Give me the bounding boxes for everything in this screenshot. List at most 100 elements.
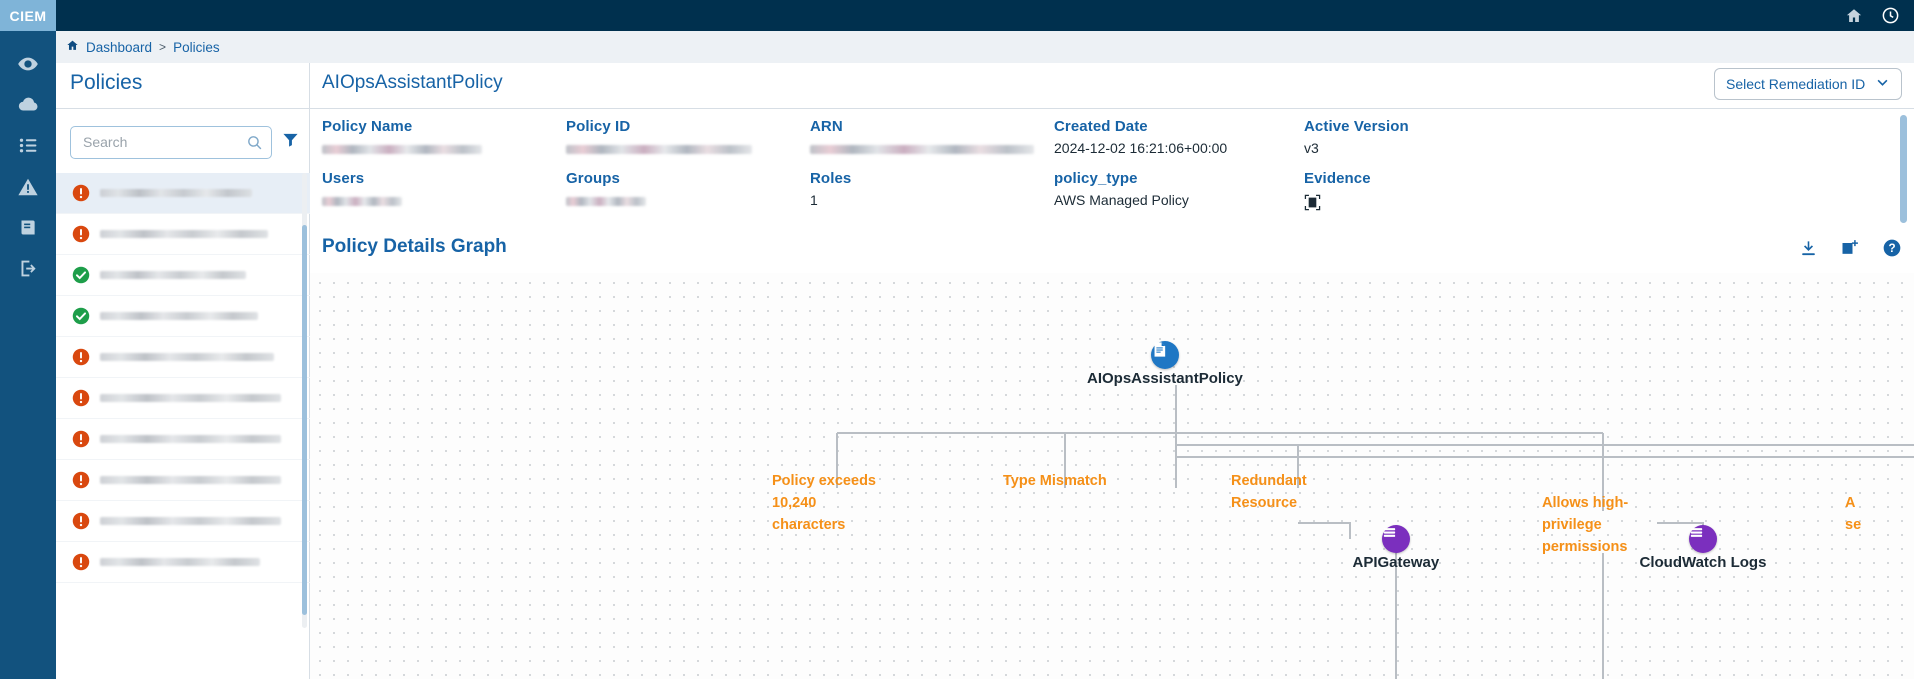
list-item[interactable] bbox=[56, 460, 310, 501]
eye-icon bbox=[17, 53, 39, 75]
list-item[interactable] bbox=[56, 255, 310, 296]
field-policy-name: Policy Name bbox=[322, 118, 482, 154]
policy-detail-panel: AIOpsAssistantPolicy Select Remediation … bbox=[310, 63, 1914, 679]
sidebar-item-logout[interactable] bbox=[0, 248, 56, 289]
status-ok-icon bbox=[72, 266, 90, 284]
breadcrumb-policies[interactable]: Policies bbox=[173, 39, 220, 55]
field-value: 2024-12-02 16:21:06+00:00 bbox=[1054, 140, 1228, 156]
field-label: Groups bbox=[566, 170, 620, 187]
list-item[interactable] bbox=[56, 214, 310, 255]
policy-list[interactable] bbox=[56, 173, 310, 643]
field-created-date: Created Date 2024-12-02 16:21:06+00:00 bbox=[1054, 118, 1227, 156]
list-item-label bbox=[100, 476, 281, 484]
graph-node-cwlogs[interactable] bbox=[1689, 525, 1717, 553]
graph-edges bbox=[836, 385, 1914, 679]
field-label: Created Date bbox=[1054, 118, 1148, 135]
graph-node-policy[interactable] bbox=[1151, 341, 1179, 369]
graph-node-label: APIGateway bbox=[1352, 554, 1440, 571]
graph-node-apigw[interactable] bbox=[1382, 525, 1410, 553]
field-arn: ARN bbox=[810, 118, 1034, 154]
list-item-label bbox=[100, 353, 274, 361]
field-value: AWS Managed Policy bbox=[1054, 192, 1189, 208]
home-icon[interactable] bbox=[1845, 7, 1863, 25]
export-image-icon[interactable] bbox=[1840, 238, 1860, 263]
sidebar-item-reports[interactable] bbox=[0, 207, 56, 248]
field-label: ARN bbox=[810, 118, 843, 135]
list-item[interactable] bbox=[56, 419, 310, 460]
field-evidence: Evidence bbox=[1304, 170, 1371, 216]
warning-triangle-icon bbox=[17, 176, 39, 198]
sidebar-item-visibility[interactable] bbox=[0, 43, 56, 84]
status-ok-icon bbox=[72, 307, 90, 325]
list-item-label bbox=[100, 558, 260, 566]
detail-header: AIOpsAssistantPolicy Select Remediation … bbox=[310, 63, 1914, 109]
list-item[interactable] bbox=[56, 378, 310, 419]
field-label: Users bbox=[322, 170, 365, 187]
scrollbar-thumb[interactable] bbox=[1900, 115, 1907, 223]
field-label: Policy Name bbox=[322, 118, 413, 135]
evidence-scan-icon[interactable] bbox=[1304, 194, 1371, 216]
graph-finding-label[interactable]: Allows high- privilege permissions bbox=[1542, 495, 1629, 555]
graph-finding-label[interactable]: Policy exceeds 10,240 characters bbox=[772, 473, 876, 533]
top-bar: CIEM bbox=[0, 0, 1914, 31]
graph-title: Policy Details Graph bbox=[322, 236, 507, 257]
download-icon[interactable] bbox=[1799, 239, 1818, 263]
policy-detail-title: AIOpsAssistantPolicy bbox=[322, 72, 503, 93]
list-item-label bbox=[100, 312, 258, 320]
list-icon bbox=[18, 135, 39, 156]
status-critical-icon bbox=[72, 471, 90, 489]
graph-toolbar: ? bbox=[1799, 238, 1902, 263]
divider bbox=[56, 108, 310, 109]
status-critical-icon bbox=[72, 225, 90, 243]
search-icon[interactable] bbox=[246, 134, 263, 156]
status-critical-icon bbox=[72, 184, 90, 202]
filter-icon[interactable] bbox=[282, 131, 299, 153]
field-label: Active Version bbox=[1304, 118, 1409, 135]
left-navigation bbox=[0, 31, 56, 679]
policy-list-scrollbar[interactable] bbox=[302, 173, 307, 628]
field-value bbox=[322, 197, 402, 206]
graph-finding-label[interactable]: Redundant Resource bbox=[1231, 473, 1307, 511]
status-critical-icon bbox=[72, 553, 90, 571]
field-value bbox=[566, 145, 752, 154]
list-item[interactable] bbox=[56, 542, 310, 583]
sidebar-item-cloud[interactable] bbox=[0, 84, 56, 125]
remediation-id-label: Select Remediation ID bbox=[1726, 76, 1866, 92]
top-bar-icons bbox=[1845, 0, 1900, 31]
book-icon bbox=[18, 217, 39, 238]
graph-canvas[interactable]: Policy exceeds 10,240 characters Type Mis… bbox=[310, 273, 1914, 679]
field-policy-id: Policy ID bbox=[566, 118, 752, 154]
detail-scrollbar[interactable] bbox=[1900, 115, 1907, 223]
history-clock-icon[interactable] bbox=[1881, 6, 1900, 25]
list-item[interactable] bbox=[56, 173, 310, 214]
help-icon[interactable]: ? bbox=[1882, 238, 1902, 263]
search-row bbox=[56, 121, 310, 163]
list-item[interactable] bbox=[56, 337, 310, 378]
status-critical-icon bbox=[72, 348, 90, 366]
graph-finding-label[interactable]: A se bbox=[1845, 495, 1862, 533]
sidebar-item-inventory[interactable] bbox=[0, 125, 56, 166]
scrollbar-thumb[interactable] bbox=[302, 225, 307, 615]
home-icon[interactable] bbox=[66, 39, 79, 55]
status-critical-icon bbox=[72, 512, 90, 530]
field-label: Policy ID bbox=[566, 118, 631, 135]
list-item[interactable] bbox=[56, 501, 310, 542]
policies-list-panel: Policies bbox=[56, 63, 310, 679]
remediation-id-select[interactable]: Select Remediation ID bbox=[1714, 68, 1902, 100]
graph-finding-label[interactable]: Type Mismatch bbox=[1003, 473, 1107, 489]
sidebar-item-alerts[interactable] bbox=[0, 166, 56, 207]
status-critical-icon bbox=[72, 430, 90, 448]
search-input[interactable] bbox=[81, 126, 241, 158]
list-item-label bbox=[100, 394, 281, 402]
list-item-label bbox=[100, 189, 252, 197]
search-box[interactable] bbox=[70, 125, 272, 159]
list-item[interactable] bbox=[56, 296, 310, 337]
policy-fields: Policy Name Policy ID ARN Created Date 2024-… bbox=[310, 110, 1914, 228]
cloud-icon bbox=[17, 94, 39, 116]
field-label: Roles bbox=[810, 170, 852, 187]
status-critical-icon bbox=[72, 389, 90, 407]
field-groups: Groups bbox=[566, 170, 646, 206]
breadcrumb-dashboard[interactable]: Dashboard bbox=[86, 39, 153, 55]
